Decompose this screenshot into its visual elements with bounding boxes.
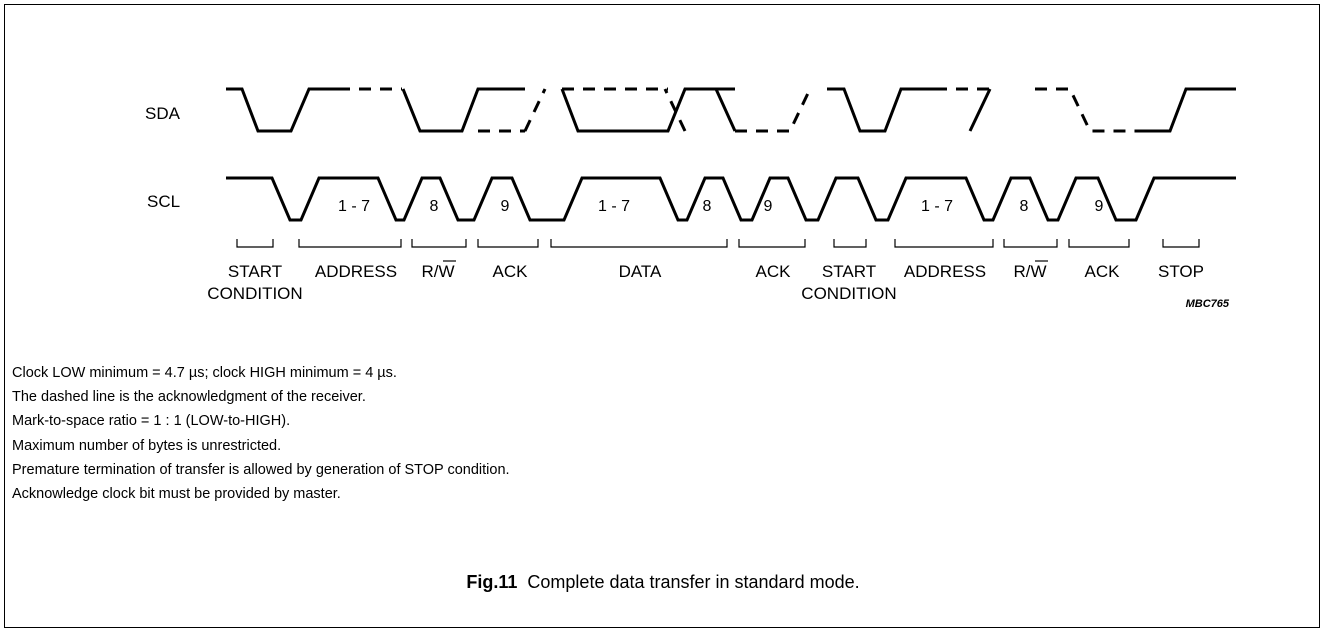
phase-start-2: START: [822, 262, 876, 281]
phase-rw: R/W: [421, 262, 454, 281]
phase-stop: STOP: [1158, 262, 1204, 281]
phase-address-2: ADDRESS: [904, 262, 986, 281]
phase-rw-2: R/W: [1013, 262, 1046, 281]
phase-ack-3: ACK: [1085, 262, 1121, 281]
clock-number-data: 1 - 7: [598, 198, 630, 215]
clock-number-address-2: 1 - 7: [921, 198, 953, 215]
figure-code: MBC765: [1186, 298, 1230, 310]
note-mark-space: Mark-to-space ratio = 1 : 1 (LOW-to-HIGH…: [12, 413, 291, 430]
phase-data: DATA: [619, 262, 662, 281]
clock-number-ack: 9: [501, 198, 510, 215]
sda-dashed-levels: [338, 87, 1135, 133]
scl-waveform: [226, 176, 1236, 222]
phase-start: START: [228, 262, 282, 281]
sda-label: SDA: [145, 104, 181, 123]
phase-ack: ACK: [493, 262, 529, 281]
timing-diagram: SDA SCL 1 - 7 8 9 1 - 7 8 9 1 - 7 8 9 ST…: [145, 87, 1236, 310]
notes-list: Clock LOW minimum = 4.7 µs; clock HIGH m…: [12, 361, 510, 506]
scl-label: SCL: [147, 192, 180, 211]
note-premature-termination: Premature termination of transfer is all…: [12, 461, 510, 478]
clock-number-ack-2: 9: [764, 198, 773, 215]
note-dashed-line: The dashed line is the acknowledgment of…: [12, 389, 366, 406]
figure-caption: Fig.11 Complete data transfer in standar…: [0, 572, 1326, 593]
note-clock-timing: Clock LOW minimum = 4.7 µs; clock HIGH m…: [12, 365, 397, 381]
phase-brackets: [236, 239, 1200, 248]
phase-start-condition: CONDITION: [207, 284, 302, 303]
sda-waveform: [226, 87, 1236, 133]
clock-number-address: 1 - 7: [338, 198, 370, 215]
phase-start-condition-2: CONDITION: [801, 284, 896, 303]
clock-number-data-8: 8: [703, 198, 712, 215]
figure-number: Fig.11: [466, 572, 518, 592]
phase-address: ADDRESS: [315, 262, 397, 281]
note-max-bytes: Maximum number of bytes is unrestricted.: [12, 437, 282, 454]
clock-number-rw: 8: [430, 198, 439, 215]
clock-number-ack-3: 9: [1095, 198, 1104, 215]
note-ack-clock: Acknowledge clock bit must be provided b…: [12, 486, 341, 503]
phase-ack-2: ACK: [756, 262, 792, 281]
clock-number-rw-2: 8: [1020, 198, 1029, 215]
figure-title: Complete data transfer in standard mode.: [527, 572, 860, 592]
figure-frame: [4, 4, 1320, 628]
